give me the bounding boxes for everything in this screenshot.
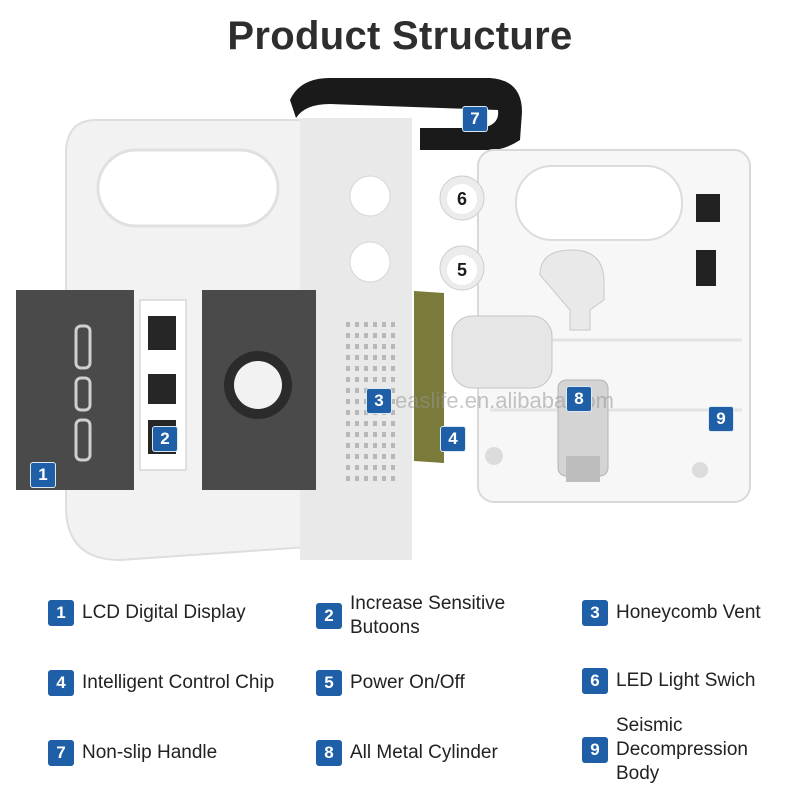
legend-badge: 4: [48, 670, 74, 696]
legend-badge: 3: [582, 600, 608, 626]
product-illustration: [16, 78, 751, 562]
legend-item-cylinder: 8 All Metal Cylinder: [316, 740, 498, 766]
marker-lcd: 1: [30, 462, 56, 488]
legend-item-body: 9 Seismic Decompression Body: [582, 714, 748, 786]
legend-label: LCD Digital Display: [82, 602, 246, 623]
legend-label: Increase Sensitive Butoons: [350, 593, 506, 638]
page-title: Product Structure: [227, 14, 573, 58]
legend-label: Non-slip Handle: [82, 742, 218, 763]
non-slip-handle-shape: [290, 78, 522, 150]
legend-label: LED Light Swich: [616, 670, 756, 691]
legend-badge: 1: [48, 600, 74, 626]
legend-badge: 9: [582, 737, 608, 763]
legend-label: Honeycomb Vent: [616, 602, 761, 623]
marker-cylinder: 8: [566, 386, 592, 412]
metal-cylinder-shape: [539, 249, 605, 331]
marker-led: 6: [447, 184, 477, 214]
legend-badge: 5: [316, 670, 342, 696]
legend-badge: 6: [582, 668, 608, 694]
legend-item-chip: 4 Intelligent Control Chip: [48, 670, 274, 696]
marker-vent: 3: [366, 388, 392, 414]
control-chip-shape: [414, 290, 444, 464]
marker-body: 9: [708, 406, 734, 432]
legend-badge: 8: [316, 740, 342, 766]
legend-item-led: 6 LED Light Swich: [582, 668, 755, 694]
marker-buttons: 2: [152, 426, 178, 452]
marker-chip: 4: [440, 426, 466, 452]
legend-badge: 2: [316, 603, 342, 629]
legend-badge: 7: [48, 740, 74, 766]
legend-item-handle: 7 Non-slip Handle: [48, 740, 217, 766]
legend-item-lcd: 1 LCD Digital Display: [48, 600, 246, 626]
legend-label: Power On/Off: [350, 672, 465, 693]
marker-power: 5: [447, 255, 477, 285]
legend-label: Seismic Decompression Body: [616, 715, 748, 784]
legend-label: Intelligent Control Chip: [82, 672, 275, 693]
legend-label: All Metal Cylinder: [350, 742, 498, 763]
legend-item-power: 5 Power On/Off: [316, 670, 465, 696]
legend-item-vent: 3 Honeycomb Vent: [582, 600, 761, 626]
legend-item-buttons: 2 Increase Sensitive Butoons: [316, 592, 505, 640]
marker-handle: 7: [462, 106, 488, 132]
